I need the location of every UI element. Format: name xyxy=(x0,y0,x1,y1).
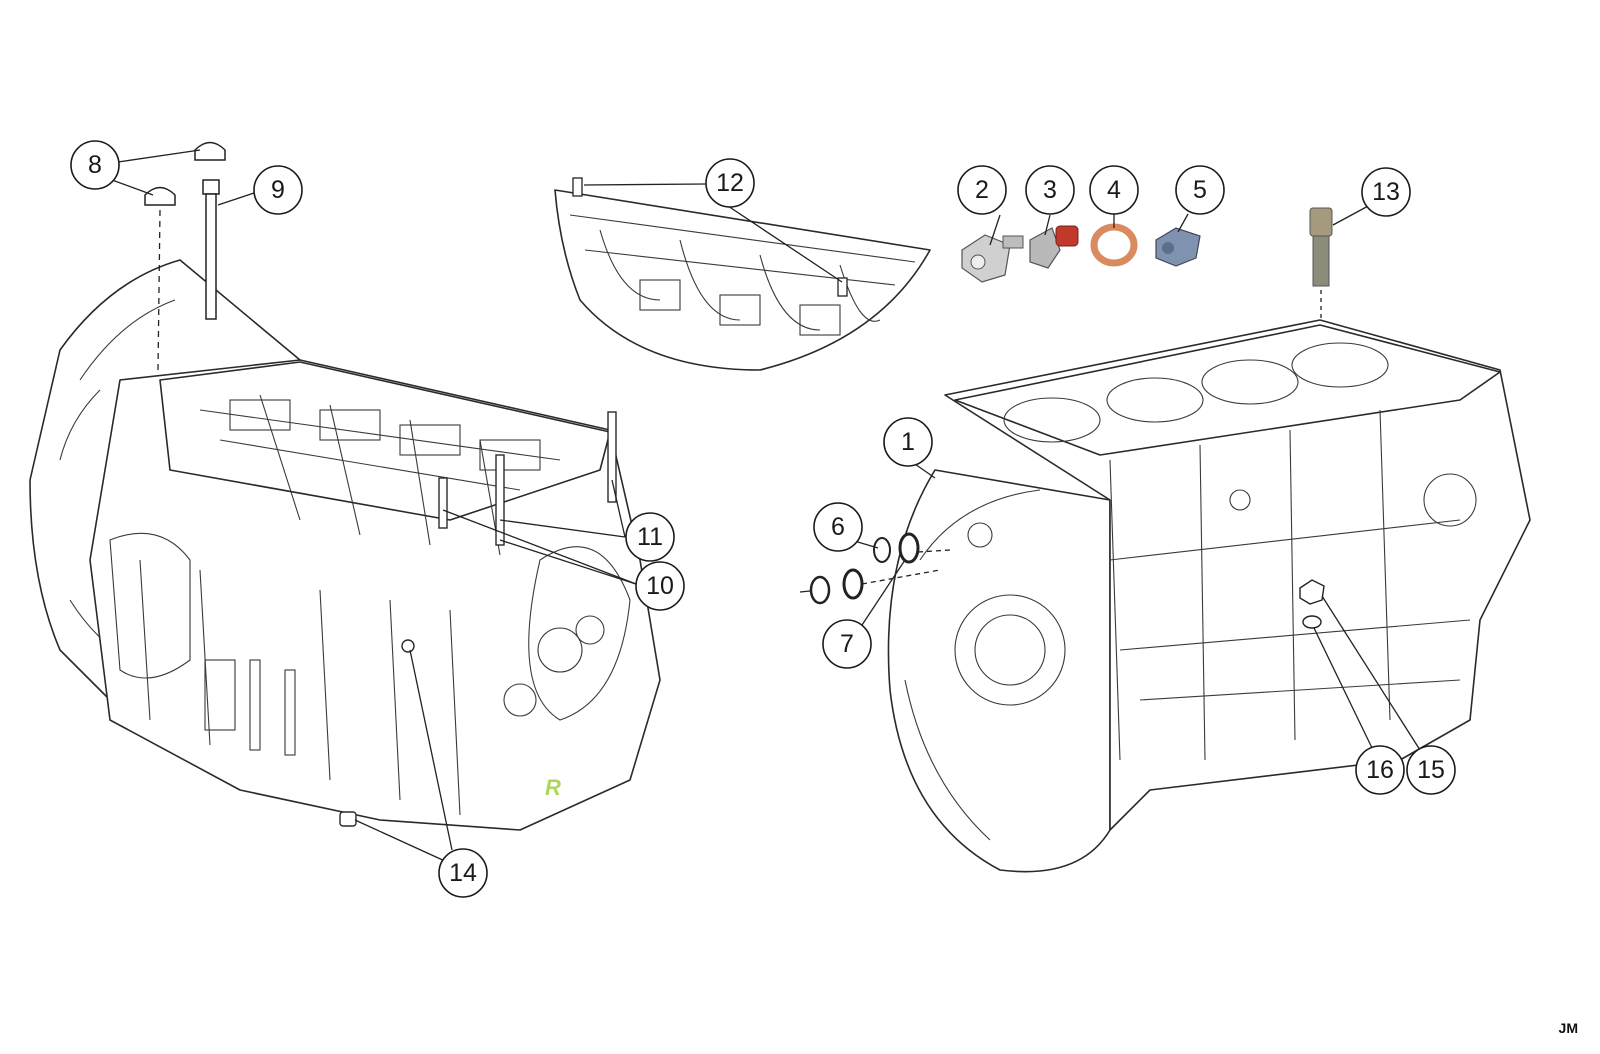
callout-13-label: 13 xyxy=(1372,178,1400,206)
callout-7: 7 xyxy=(822,619,872,669)
callout-14-label: 14 xyxy=(449,859,477,887)
callout-8: 8 xyxy=(70,140,120,190)
callout-4-label: 4 xyxy=(1107,176,1121,204)
part-3-plug-bolt xyxy=(1029,225,1079,269)
callout-2: 2 xyxy=(957,165,1007,215)
callout-10: 10 xyxy=(635,561,685,611)
callout-5-label: 5 xyxy=(1193,176,1207,204)
drawing-code: JM xyxy=(1558,1020,1578,1036)
callout-7-label: 7 xyxy=(840,630,854,658)
callout-11-label: 11 xyxy=(637,523,663,551)
part-8-rubber-mounts xyxy=(144,141,226,206)
callout-16: 16 xyxy=(1355,745,1405,795)
detail-view-crank-bearings xyxy=(554,177,931,371)
part-6-7-seals xyxy=(799,532,951,605)
engine-block-left-view: R xyxy=(29,259,661,831)
part-13-oil-jet xyxy=(1309,207,1333,325)
callout-13: 13 xyxy=(1361,167,1411,217)
watermark-logo: R xyxy=(545,775,561,800)
callout-15: 15 xyxy=(1406,745,1456,795)
callout-9-label: 9 xyxy=(271,176,285,204)
callout-15-label: 15 xyxy=(1417,756,1445,784)
callout-6: 6 xyxy=(813,502,863,552)
engine-block-right-view xyxy=(887,319,1531,873)
callout-6-label: 6 xyxy=(831,513,845,541)
callout-8-label: 8 xyxy=(88,151,102,179)
leader-lines xyxy=(111,149,1421,863)
callout-3: 3 xyxy=(1025,165,1075,215)
callout-12-label: 12 xyxy=(716,169,744,197)
callout-10-label: 10 xyxy=(646,572,674,600)
callout-3-label: 3 xyxy=(1043,176,1057,204)
part-9-long-bolt xyxy=(202,179,220,320)
part-2-bracket-bolt xyxy=(961,234,1024,283)
callout-12: 12 xyxy=(705,158,755,208)
callout-2-label: 2 xyxy=(975,176,989,204)
part-4-copper-washer xyxy=(1090,223,1138,267)
callout-4: 4 xyxy=(1089,165,1139,215)
callout-14: 14 xyxy=(438,848,488,898)
callout-1: 1 xyxy=(883,417,933,467)
callout-9: 9 xyxy=(253,165,303,215)
callout-5: 5 xyxy=(1175,165,1225,215)
callout-16-label: 16 xyxy=(1366,756,1394,784)
callout-1-label: 1 xyxy=(901,428,915,456)
part-5-blue-plug xyxy=(1155,227,1201,267)
callout-11: 11 xyxy=(625,512,675,562)
